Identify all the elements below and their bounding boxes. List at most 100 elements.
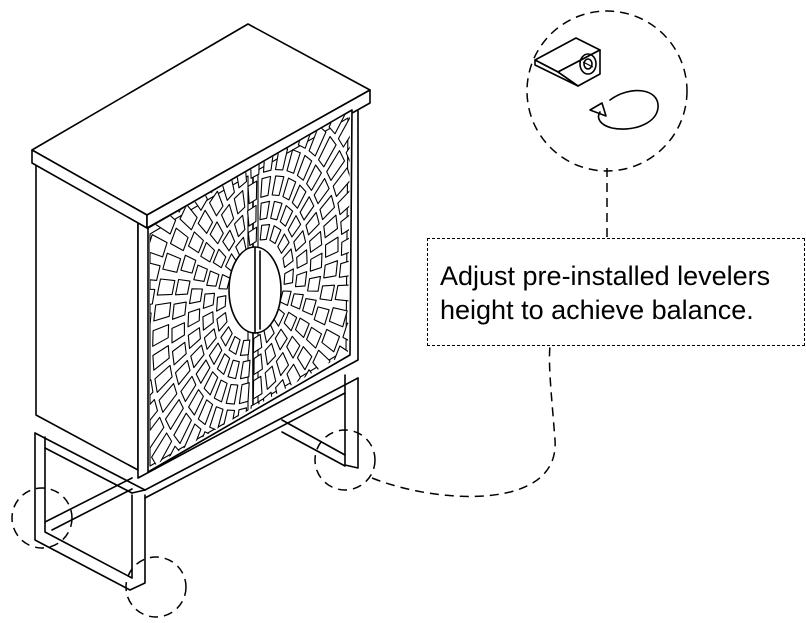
pattern-slat xyxy=(283,268,294,285)
cabinet-doors xyxy=(147,109,379,473)
pattern-slat xyxy=(283,311,298,332)
pattern-slat xyxy=(187,327,201,350)
pattern-slat xyxy=(220,326,233,347)
pattern-slat xyxy=(360,194,379,221)
pattern-slat xyxy=(309,252,323,272)
pattern-slat xyxy=(202,311,214,331)
pattern-slat xyxy=(193,264,208,282)
pattern-slat xyxy=(296,249,308,269)
pattern-slat xyxy=(152,324,170,347)
pattern-slat xyxy=(150,234,168,258)
pattern-slat xyxy=(209,406,224,431)
pattern-slat xyxy=(150,379,154,411)
pattern-slat xyxy=(169,227,189,252)
pattern-slat xyxy=(197,209,214,234)
pattern-slat xyxy=(264,365,277,390)
pattern-slat xyxy=(216,353,231,375)
pattern-slat xyxy=(294,271,308,288)
pattern-slat xyxy=(260,175,272,198)
pattern-slat xyxy=(274,438,289,468)
pattern-slat xyxy=(357,171,377,201)
pattern-slat xyxy=(229,466,243,468)
pattern-slat xyxy=(287,215,302,238)
pattern-slat xyxy=(279,205,294,227)
pattern-slat xyxy=(264,342,277,366)
pattern-slat xyxy=(153,302,172,322)
pattern-slat xyxy=(150,398,159,432)
instruction-line-1: Adjust pre-installed levelers xyxy=(440,261,771,291)
pattern-slat xyxy=(156,278,176,296)
pattern-slat xyxy=(150,288,156,307)
pattern-slat xyxy=(313,177,330,205)
leveler-circle-front xyxy=(125,556,187,618)
pattern-slat xyxy=(338,258,350,278)
pattern-slat xyxy=(152,345,170,371)
pattern-slat xyxy=(318,135,337,168)
pattern-slat xyxy=(206,270,220,287)
leveler-circle-right xyxy=(314,429,376,491)
pattern-slat xyxy=(340,209,350,235)
pattern-slat xyxy=(252,375,263,400)
pattern-slat xyxy=(216,295,227,312)
leveler-callouts xyxy=(11,10,688,618)
pattern-slat xyxy=(306,164,322,191)
pattern-slat xyxy=(345,128,350,164)
pattern-slat xyxy=(253,353,263,376)
pattern-slat xyxy=(225,383,239,405)
leveler-detail-icon xyxy=(534,37,601,87)
pattern-slat xyxy=(359,246,378,267)
pattern-slat xyxy=(209,190,224,217)
pattern-slat xyxy=(151,432,173,468)
pattern-slat xyxy=(197,399,214,426)
pattern-slat xyxy=(222,229,236,252)
pattern-slat xyxy=(180,254,197,274)
instruction-line-2: height to achieve balance. xyxy=(440,295,754,325)
pattern-slat xyxy=(306,326,323,349)
pattern-slat xyxy=(164,399,184,430)
pattern-slat xyxy=(277,233,290,254)
pattern-slat xyxy=(187,231,204,254)
pattern-slat xyxy=(282,248,294,268)
pattern-slat xyxy=(309,230,323,253)
pattern-slat xyxy=(275,352,290,377)
pattern-slat xyxy=(291,184,307,209)
pattern-slat xyxy=(332,167,350,198)
pattern-slat xyxy=(271,175,285,197)
pattern-slat xyxy=(290,293,304,310)
pattern-slat xyxy=(308,125,327,157)
pattern-slat xyxy=(171,341,187,366)
pattern-slat xyxy=(305,211,320,236)
pattern-slat xyxy=(216,312,228,332)
detail-circle xyxy=(526,10,688,172)
pattern-slat xyxy=(307,275,322,292)
pattern-slat xyxy=(274,328,288,351)
pattern-slat xyxy=(247,180,258,205)
pattern-slat xyxy=(212,248,227,269)
pattern-slat xyxy=(293,230,307,252)
instruction-callout-box: Adjust pre-installed levelers height to … xyxy=(427,238,805,346)
pattern-slat xyxy=(162,252,182,273)
pattern-slat xyxy=(294,317,310,339)
pattern-slat xyxy=(286,149,301,174)
pattern-slat xyxy=(195,359,211,384)
pattern-slat xyxy=(325,236,339,258)
rotate-arrow-icon xyxy=(589,89,659,130)
pattern-slat xyxy=(154,364,173,393)
pattern-slat xyxy=(228,335,241,355)
pattern-slat xyxy=(239,359,251,380)
pattern-slat xyxy=(187,308,201,328)
pattern-slat xyxy=(188,389,204,416)
pattern-slat xyxy=(269,225,282,245)
pattern-slat xyxy=(337,187,350,216)
base-frame xyxy=(34,374,359,591)
callout-leader xyxy=(371,345,556,498)
pattern-slat xyxy=(180,375,197,403)
pattern-slat xyxy=(326,150,346,181)
pattern-slat xyxy=(203,328,217,350)
pattern-slat xyxy=(247,204,257,227)
pattern-slat xyxy=(220,203,235,228)
pattern-slat xyxy=(323,260,339,279)
pattern-slat xyxy=(299,196,315,221)
pattern-slat xyxy=(188,288,203,305)
